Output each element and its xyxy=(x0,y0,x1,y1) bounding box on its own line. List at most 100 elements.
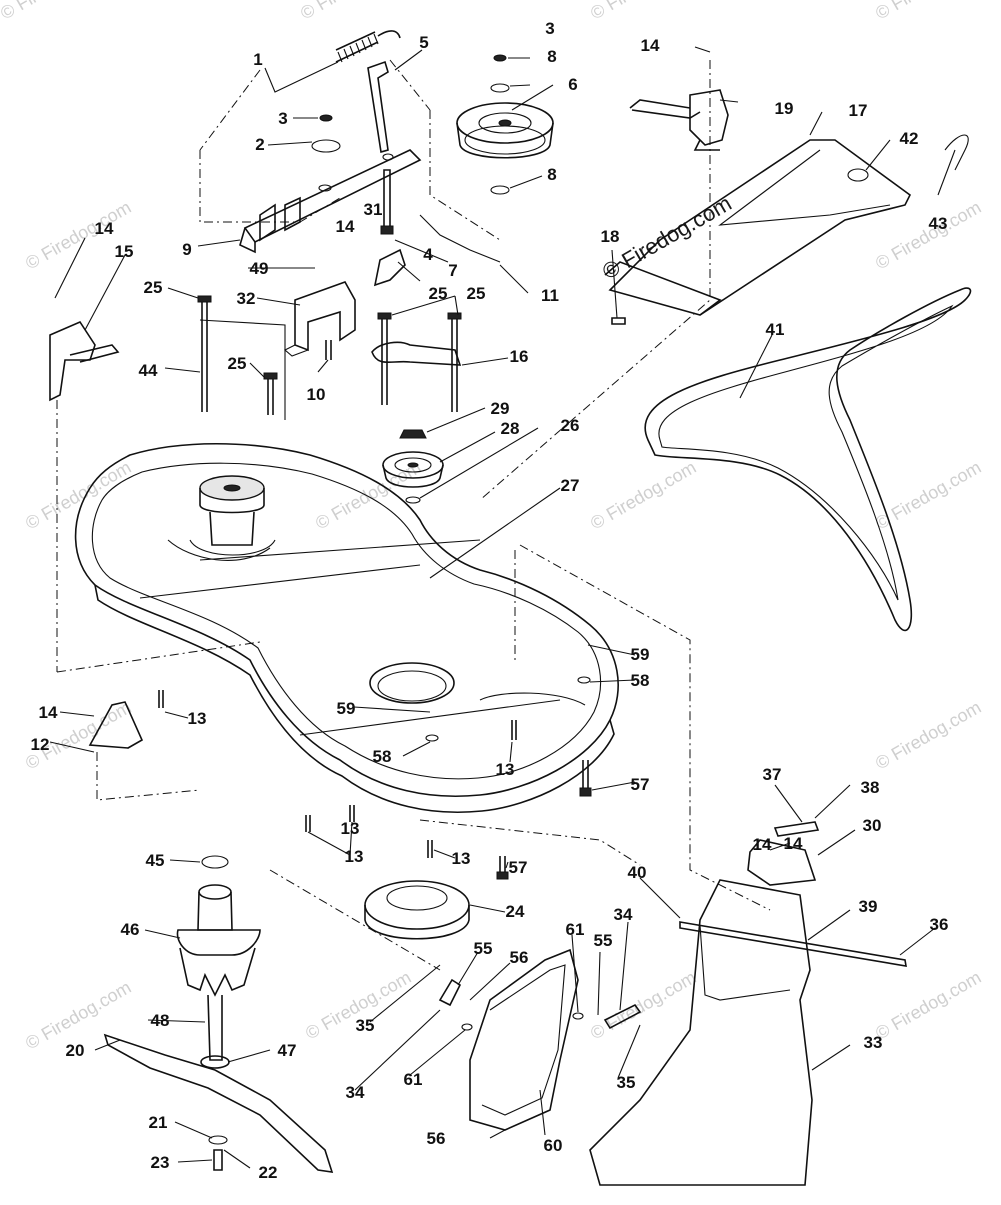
callout-label: 4 xyxy=(423,245,433,264)
hitch-pin xyxy=(944,134,969,171)
belt xyxy=(644,287,972,632)
callout-label: 46 xyxy=(121,920,140,939)
callout-label: 59 xyxy=(337,699,356,718)
washer xyxy=(490,83,510,93)
callout-label: 23 xyxy=(151,1153,170,1172)
bracket-front xyxy=(88,701,144,749)
spindle-cover xyxy=(364,880,470,940)
callout-label: 11 xyxy=(541,286,559,305)
callout-label: 13 xyxy=(188,709,207,728)
callout-label: 21 xyxy=(149,1113,168,1132)
callout-label: 13 xyxy=(341,819,360,838)
callout-label: 35 xyxy=(356,1016,375,1035)
callout-label: 14 xyxy=(336,217,355,236)
spring xyxy=(335,30,401,63)
watermark-text: © Firedog.com xyxy=(22,457,134,533)
bracket-side xyxy=(49,320,120,402)
washer xyxy=(490,185,510,195)
bag-frame xyxy=(747,839,817,886)
callout-label: 24 xyxy=(506,902,525,921)
callout-label: 58 xyxy=(631,671,650,690)
spindle-pulley-left xyxy=(189,475,276,556)
rod xyxy=(199,319,286,420)
hardware-bolts xyxy=(158,676,592,880)
bracket xyxy=(373,248,406,287)
callout-label: 32 xyxy=(237,289,256,308)
grass-bag xyxy=(589,879,813,1186)
callout-label: 39 xyxy=(859,897,878,916)
callout-label: 25 xyxy=(144,278,163,297)
lift-assembly xyxy=(604,89,912,325)
callout-label: 40 xyxy=(628,863,647,882)
callout-label: 22 xyxy=(259,1163,278,1182)
callout-label: 6 xyxy=(568,75,577,94)
callout-label: 13 xyxy=(345,847,364,866)
idler-arm xyxy=(239,149,422,254)
callout-label: 58 xyxy=(373,747,392,766)
callout-label: 20 xyxy=(66,1041,85,1060)
callout-label: 1 xyxy=(253,50,262,69)
callout-label: 19 xyxy=(775,99,794,118)
callout-label: 42 xyxy=(900,129,919,148)
callout-label: 59 xyxy=(631,645,650,664)
bolt xyxy=(380,169,394,235)
watermark-text: © Firedog.com xyxy=(297,0,409,23)
washer xyxy=(208,1135,228,1145)
callout-label: 14 xyxy=(39,703,58,722)
callout-label: 25 xyxy=(429,284,448,303)
callout-label: 2 xyxy=(255,135,264,154)
callout-label: 37 xyxy=(763,765,782,784)
belt-guide xyxy=(371,341,462,366)
washer xyxy=(405,496,421,504)
watermark-text: © Firedog.com xyxy=(312,457,424,533)
callout-label: 34 xyxy=(346,1083,365,1102)
assembly-lines xyxy=(56,59,771,971)
callout-label: 56 xyxy=(427,1129,446,1148)
callout-label: 45 xyxy=(146,851,165,870)
callout-label: 35 xyxy=(617,1073,636,1092)
nut xyxy=(493,54,507,62)
callout-label: 10 xyxy=(307,385,326,404)
deck-pulley xyxy=(382,451,444,488)
mower-deck xyxy=(74,442,619,814)
spring-bag xyxy=(773,821,820,837)
washer xyxy=(311,139,341,153)
callout-label: 17 xyxy=(849,101,868,120)
callout-label: 9 xyxy=(182,240,191,259)
callout-label: 57 xyxy=(509,858,528,877)
callout-label: 26 xyxy=(561,416,580,435)
callout-label: 47 xyxy=(278,1041,297,1060)
callout-label: 34 xyxy=(614,905,633,924)
discharge-chute xyxy=(469,948,579,1131)
watermark-text: © Firedog.com xyxy=(872,967,984,1043)
watermark-text: © Firedog.com xyxy=(872,697,984,773)
callout-label: 25 xyxy=(228,354,247,373)
callout-label: 61 xyxy=(566,920,585,939)
callout-label: 14 xyxy=(784,834,803,853)
callout-label: 56 xyxy=(510,948,529,967)
watermark-text: © Firedog.com xyxy=(872,0,984,23)
nut xyxy=(399,429,427,439)
callout-label: 13 xyxy=(452,849,471,868)
callout-label: 28 xyxy=(501,419,520,438)
idler-pulley xyxy=(456,102,554,159)
callout-label: 44 xyxy=(139,361,158,380)
callout-label: 43 xyxy=(929,214,948,233)
callout-label: 7 xyxy=(448,261,457,280)
callout-label: 33 xyxy=(864,1033,883,1052)
watermark-text: © Firedog.com xyxy=(587,967,699,1043)
watermark-text: © Firedog.com xyxy=(587,457,699,533)
callout-label: 57 xyxy=(631,775,650,794)
callout-label: 5 xyxy=(419,33,428,52)
callout-label: 48 xyxy=(151,1011,170,1030)
watermark-text: © Firedog.com xyxy=(22,197,134,273)
callout-label: 15 xyxy=(115,242,134,261)
callout-label: 27 xyxy=(561,476,580,495)
callout-label: 29 xyxy=(491,399,510,418)
callout-label: 31 xyxy=(364,200,383,219)
callout-label: 49 xyxy=(250,259,269,278)
callout-label: 8 xyxy=(547,47,556,66)
